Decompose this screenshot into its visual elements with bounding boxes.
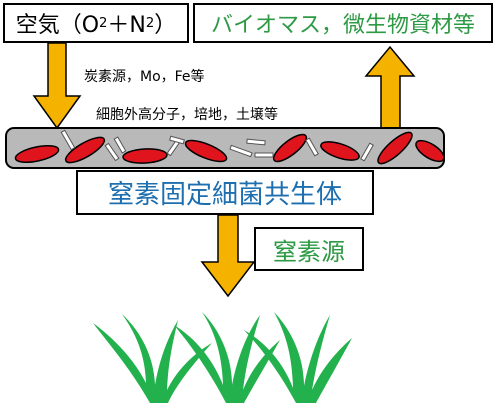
grass-plant [93,314,212,403]
down-arrow-nitrogen [200,214,256,298]
particle [360,142,374,162]
bacterium [415,139,445,163]
bacterium [377,131,413,165]
biomass-label: バイオマス，微生物資材等 [210,13,475,38]
bacterium [272,133,308,163]
bacterium [184,139,228,163]
grass-plant [174,312,280,403]
particle [246,138,266,146]
particle [104,142,120,162]
nitrogen-source-box: 窒素源 [254,227,364,271]
air-label-sub-o2: 2 [99,15,108,31]
bacterium [122,148,168,164]
extracellular-note: 細胞外高分子，培地，土壌等 [96,107,278,123]
air-label-suffix: ） [154,13,177,38]
particle-group [60,129,374,162]
bacterium [14,145,60,163]
particle [169,135,185,145]
bacteria-group [14,131,445,165]
particle [229,144,253,158]
grass-plant [244,312,352,403]
carbon-source-note: 炭素源，Mo，Fe等 [84,69,205,85]
nitrogen-source-label: 窒素源 [273,237,345,266]
bacterium [320,141,360,161]
air-label-sub-n2: 2 [145,15,155,31]
particle [113,136,127,154]
grass-group [93,312,352,403]
air-label-prefix: 空気（O [15,13,100,38]
symbiont-label: 窒素固定細菌共生体 [107,180,342,210]
down-arrow-air [32,42,82,130]
air-label-mid: ＋N [107,13,146,38]
particle [254,152,274,158]
particle [60,129,76,151]
symbiont-box: 窒素固定細菌共生体 [76,170,374,215]
particle [305,137,319,157]
biomass-box: バイオマス，微生物資材等 [193,3,493,43]
bacterium [64,136,106,164]
up-arrow-biomass [364,45,416,134]
